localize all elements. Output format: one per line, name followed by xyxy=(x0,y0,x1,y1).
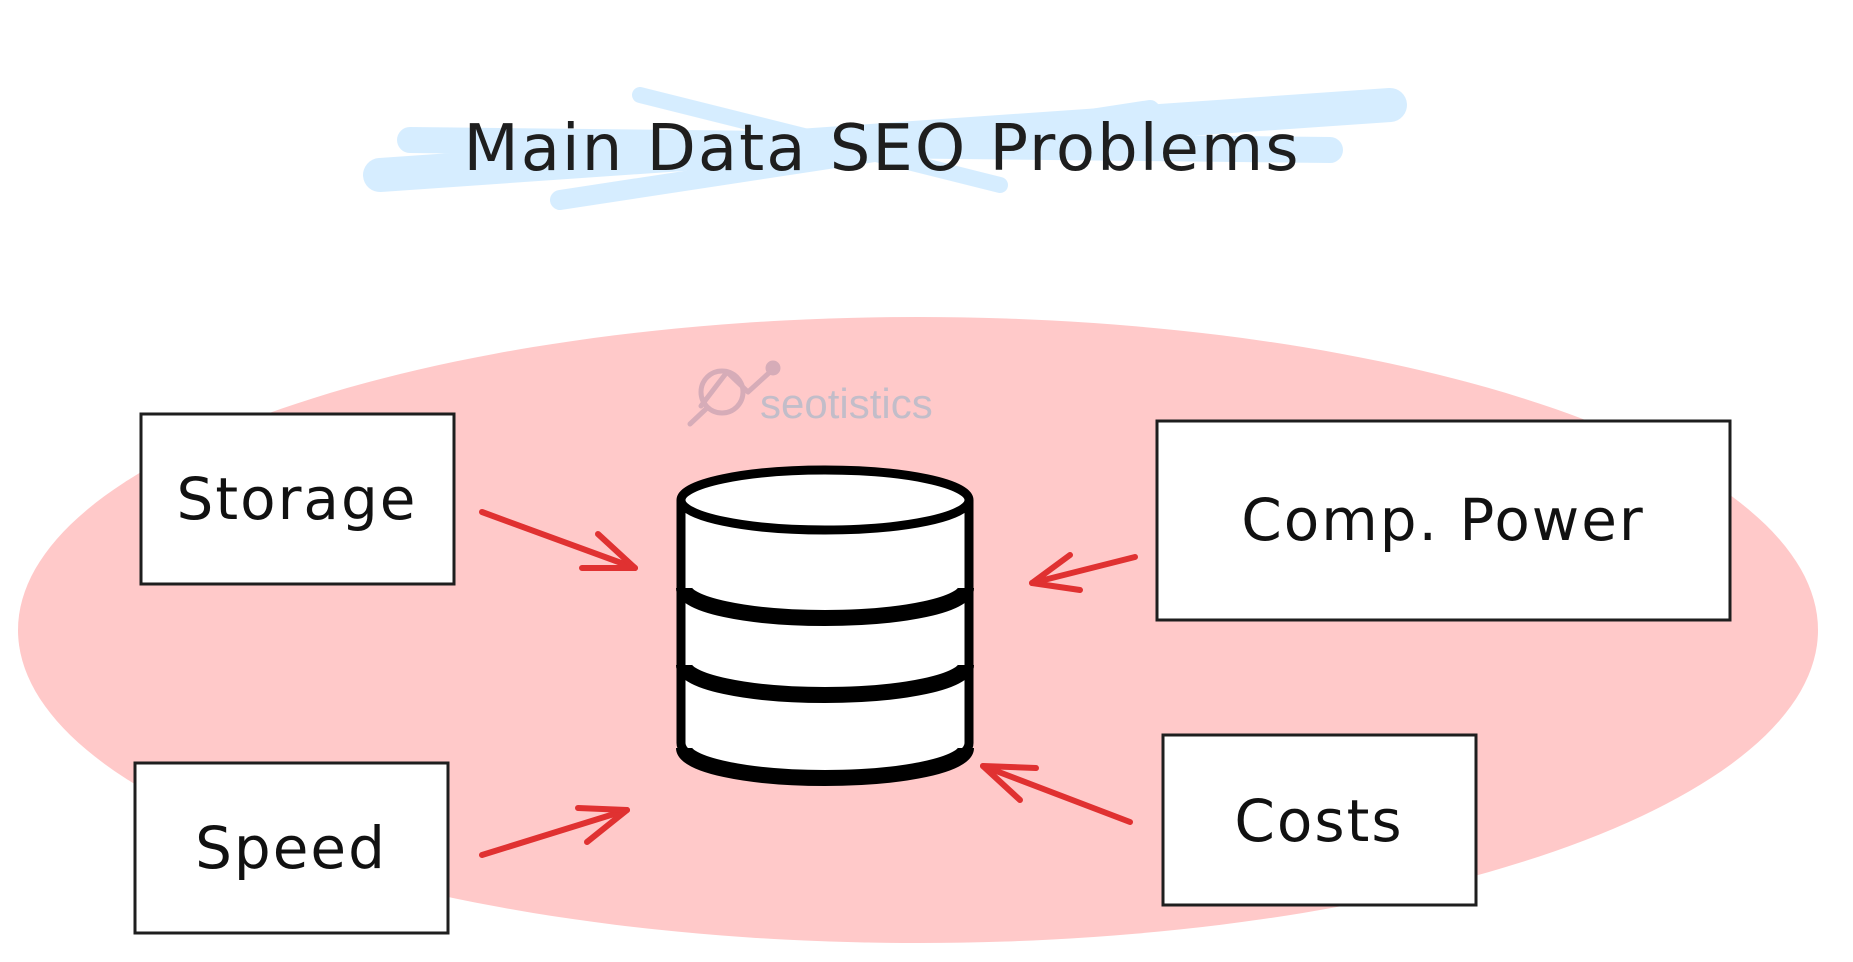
node-costs-label: Costs xyxy=(1234,787,1403,855)
watermark-text: seotistics xyxy=(760,380,933,427)
node-storage-label: Storage xyxy=(177,465,418,533)
watermark: seotistics xyxy=(687,360,933,427)
diagram-title: Main Data SEO Problems xyxy=(463,112,1300,186)
node-storage: Storage xyxy=(139,412,456,586)
arrow-storage-to-database xyxy=(479,509,638,571)
arrow-costs-to-database xyxy=(980,763,1133,825)
node-comp-power-label: Comp. Power xyxy=(1241,486,1645,554)
seotistics-logo-icon xyxy=(687,360,781,427)
node-costs: Costs xyxy=(1161,733,1478,907)
node-comp-power: Comp. Power xyxy=(1155,419,1732,622)
arrow-comp-power-to-database xyxy=(1029,552,1138,593)
title-highlight xyxy=(363,87,1407,210)
arrow-speed-to-database xyxy=(479,805,630,858)
node-speed: Speed xyxy=(133,761,450,935)
arrows xyxy=(479,509,1138,858)
database-icon xyxy=(676,465,974,786)
node-speed-label: Speed xyxy=(195,814,387,882)
